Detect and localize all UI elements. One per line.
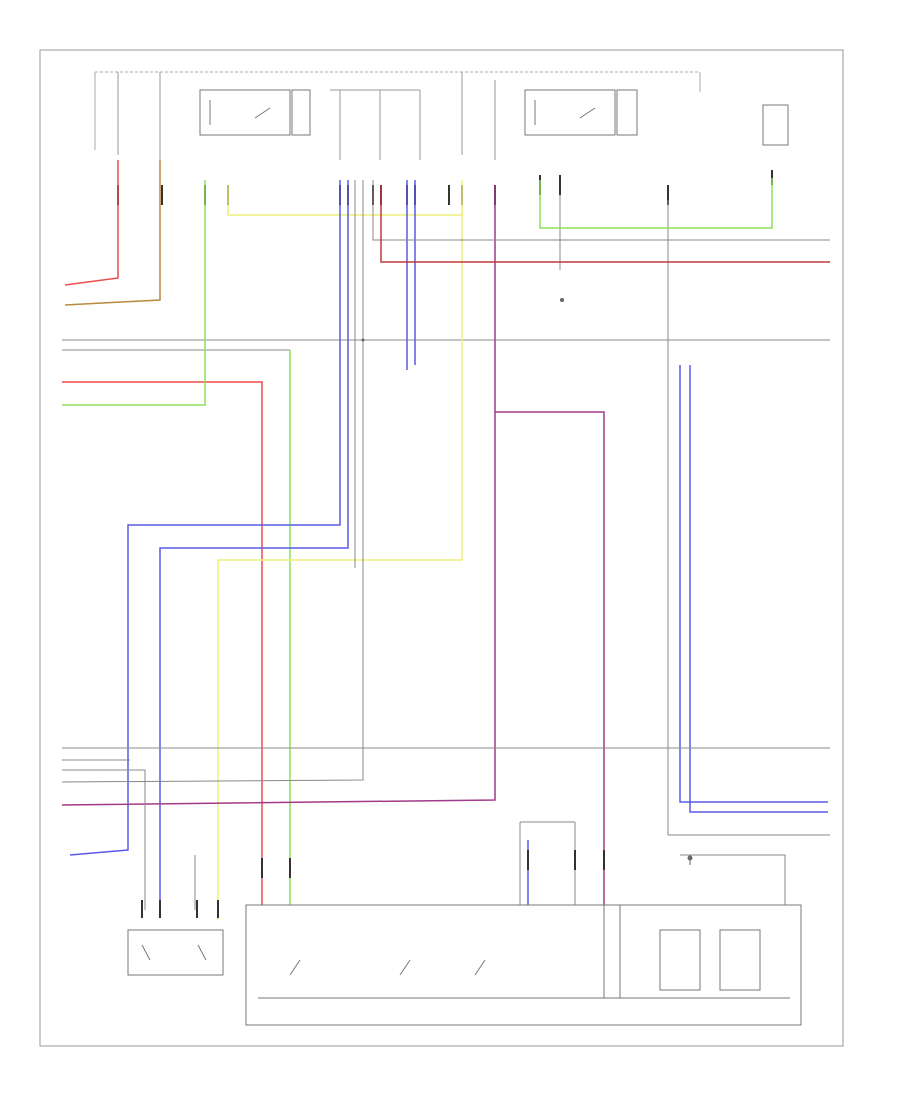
switch-box-right [762, 104, 789, 146]
wire-red-2 [62, 381, 263, 905]
switch-box-bottom-left [127, 929, 224, 976]
bottom-connectors [141, 850, 605, 918]
ground-symbol-right [687, 855, 693, 865]
diagram-border [39, 49, 844, 1047]
gray-wires [61, 180, 830, 910]
wire-green-3 [539, 178, 773, 229]
junction-dot [361, 298, 564, 342]
wire-yellow-1 [227, 180, 463, 216]
wire-blue-2 [159, 180, 349, 910]
fuse-stack-left [117, 72, 496, 160]
wire-red-1 [64, 160, 119, 286]
wire-blue-5 [679, 365, 828, 803]
top-connectors [117, 170, 773, 205]
wire-blue-1 [69, 180, 341, 856]
control-module-box [245, 904, 802, 1026]
fuse-group-middle [330, 89, 421, 160]
wire-yellow-2 [217, 205, 463, 920]
wire-dark-red-1 [380, 185, 830, 263]
wire-green-1 [62, 180, 206, 406]
relay-box-1 [199, 89, 311, 136]
relay-box-2 [524, 89, 638, 136]
wire-blue-6 [689, 365, 828, 813]
wire-violet-1 [61, 185, 496, 806]
wire-tan-1 [64, 160, 161, 306]
wire-violet-2 [495, 411, 605, 905]
